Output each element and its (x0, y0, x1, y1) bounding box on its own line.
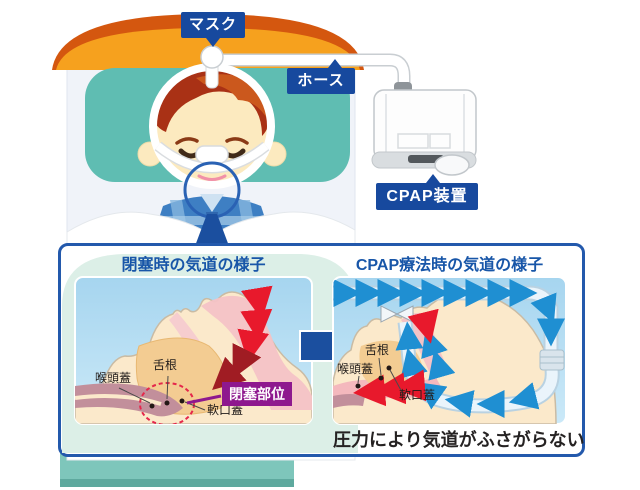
mask-chin-strap (155, 142, 269, 172)
device-callout: CPAP装置 (376, 174, 478, 210)
cpap-hose (213, 53, 411, 92)
eyebrows (175, 137, 249, 145)
pressurized-airflow-arrows (333, 279, 565, 418)
mask-callout-pointer (206, 38, 220, 47)
cpap-caption: 圧力により気道がふさがらない (333, 430, 585, 450)
right-soft-palate-label: 軟口蓋 (399, 388, 436, 402)
mask-hose-connector (200, 45, 224, 69)
obstruction-pointer (186, 394, 222, 405)
cpap-airway-diagram (332, 276, 567, 425)
hose-callout: ホース (287, 59, 355, 94)
throat-tissue (75, 383, 183, 417)
blocked-airway-title: 閉塞時の気道の様子 (121, 257, 266, 274)
cpap-airway-title: CPAP療法時の気道の様子 (355, 257, 544, 274)
cpap-device (371, 82, 477, 176)
hose-callout-label: ホース (297, 72, 345, 89)
nasal-mask (195, 145, 229, 164)
device-callout-label: CPAP装置 (386, 188, 468, 205)
mask-callout-label: マスク (188, 16, 237, 33)
airway-comparison-panel: 閉塞時の気道の様子 CPAP療法時の気道の様子 舌根 喉頭蓋 軟口蓋 閉塞部位 … (58, 243, 585, 457)
right-epiglottis-label: 喉頭蓋 (337, 362, 374, 376)
mask-callout: マスク (181, 12, 245, 47)
zoom-beam (195, 214, 229, 246)
hose-callout-pointer (328, 59, 342, 68)
blocked-airflow-arrows (212, 285, 273, 391)
obstruction-ellipse (139, 382, 195, 424)
obstruction-site-badge: 閉塞部位 (222, 382, 292, 406)
device-callout-pointer (426, 174, 440, 183)
left-soft-palate-label: 軟口蓋 (207, 403, 244, 417)
airway-diagrams (62, 254, 567, 453)
left-epiglottis-label: 喉頭蓋 (95, 371, 132, 385)
smile (197, 174, 227, 181)
left-tongue-root-label: 舌根 (153, 358, 178, 372)
open-airflow-arrows (353, 308, 439, 407)
right-tongue-root-label: 舌根 (365, 343, 390, 357)
